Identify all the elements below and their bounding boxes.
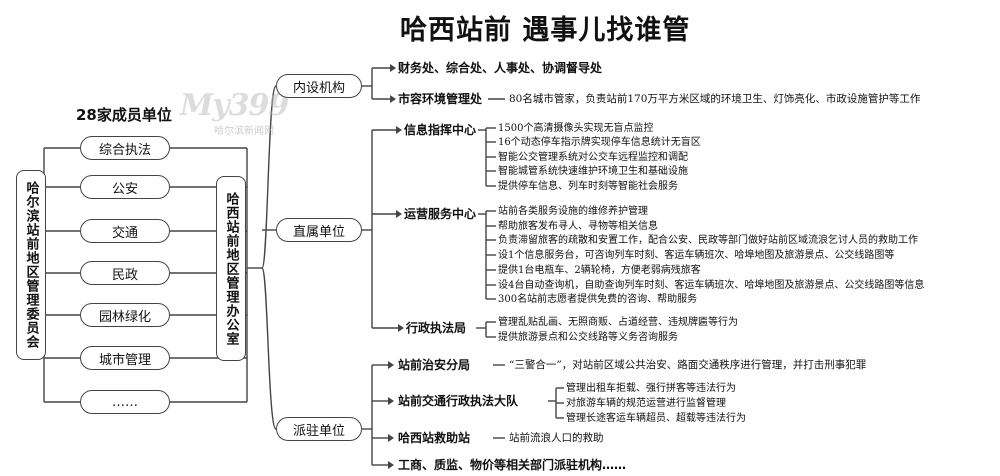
member-unit-6: 城市管理: [80, 346, 170, 370]
member-unit-4: 民政: [80, 261, 170, 285]
member-unit-3: 交通: [80, 219, 170, 243]
member-unit-7: ……: [80, 390, 170, 414]
info-center-item-5: 提供停车信息、列车时刻等智能社会服务: [498, 181, 678, 192]
ops-center-item-4: 设1个信息服务台，可咨询列车时刻、客运车辆班次、哈埠地图及旅游景点、公交线路图等: [498, 250, 895, 261]
police-bureau: 站前治安分局: [398, 358, 471, 372]
env-office-desc: 80名城市管家，负责站前170万平方米区域的环境卫生、灯饰亮化、市政设施管护等工…: [509, 93, 921, 105]
committee-box: 哈尔滨站前地区管理委员会: [16, 170, 46, 360]
traffic-brigade: 站前交通行政执法大队: [398, 394, 519, 408]
ops-center-item-5: 提供1台电瓶车、2辆轮椅，方便老弱病残旅客: [498, 265, 701, 276]
internal-departments: 财务处、综合处、人事处、协调督导处: [398, 61, 603, 75]
watermark-brand: My399: [180, 88, 289, 123]
ops-center-item-7: 300名站前志愿者提供免费的咨询、帮助服务: [498, 294, 698, 305]
info-center-item-4: 智能城管系统快速维护环境卫生和基础设施: [498, 166, 688, 177]
info-center-item-3: 智能公交管理系统对公交车远程监控和调配: [498, 152, 688, 163]
office-box: 哈西站前地区管理办公室: [216, 176, 246, 361]
ops-center-item-3: 负责滞留旅客的疏散和安置工作，配合公安、民政等部门做好站前区域流浪乞讨人员的救助…: [498, 235, 918, 246]
ops-center-item-1: 站前各类服务设施的维修养护管理: [498, 206, 648, 217]
law-bureau-item-1: 管理乱贴乱画、无照商贩、占道经营、违规牌匾等行为: [498, 317, 738, 328]
law-bureau: 行政执法局: [406, 321, 467, 335]
member-units-heading: 28家成员单位: [76, 106, 172, 124]
watermark-logo: My399 哈尔滨新闻网: [180, 88, 330, 138]
env-office: 市容环境管理处: [398, 92, 483, 106]
traffic-item-1: 管理出租车拒载、强行拼客等违法行为: [566, 383, 736, 394]
law-bureau-item-2: 提供旅游景点和公交线路等义务咨询服务: [498, 332, 678, 343]
branch-stationed: 派驻单位: [276, 417, 362, 441]
police-bureau-desc: “三警合一”，对站前区域公共治安、路面交通秩序进行管理，并打击刑事犯罪: [509, 359, 867, 371]
ops-center: 运营服务中心: [404, 207, 477, 221]
branch-internal: 内设机构: [276, 74, 362, 98]
member-unit-5: 园林绿化: [80, 303, 170, 327]
ops-center-item-2: 帮助旅客发布寻人、寻物等相关信息: [498, 221, 658, 232]
info-center-item-1: 1500个高清摄像头实现无盲点监控: [498, 123, 654, 134]
traffic-item-2: 对旅游车辆的规范运营进行监督管理: [566, 398, 726, 409]
rescue-station-desc: 站前流浪人口的救助: [509, 432, 604, 444]
office-label: 哈西站前地区管理办公室: [223, 191, 239, 346]
other-stationed-units: 工商、质监、物价等相关部门派驻机构……: [398, 458, 627, 472]
info-center: 信息指挥中心: [404, 123, 477, 137]
member-unit-1: 综合执法: [80, 136, 170, 160]
info-center-item-2: 16个动态停车指示牌实现停车信息统计无盲区: [498, 137, 701, 148]
watermark-site: 哈尔滨新闻网: [214, 126, 274, 137]
branch-direct: 直属单位: [276, 218, 362, 242]
traffic-item-3: 管理长途客运车辆超员、超载等违法行为: [566, 413, 746, 424]
member-unit-2: 公安: [80, 175, 170, 199]
ops-center-item-6: 设4台自动查询机，自助查询列车时刻、客运车辆班次、哈埠地图及旅游景点、公交线路图…: [498, 280, 925, 291]
rescue-station: 哈西站救助站: [398, 431, 471, 445]
page-title: 哈西站前 遇事儿找谁管: [400, 15, 691, 46]
committee-label: 哈尔滨站前地区管理委员会: [23, 181, 39, 349]
